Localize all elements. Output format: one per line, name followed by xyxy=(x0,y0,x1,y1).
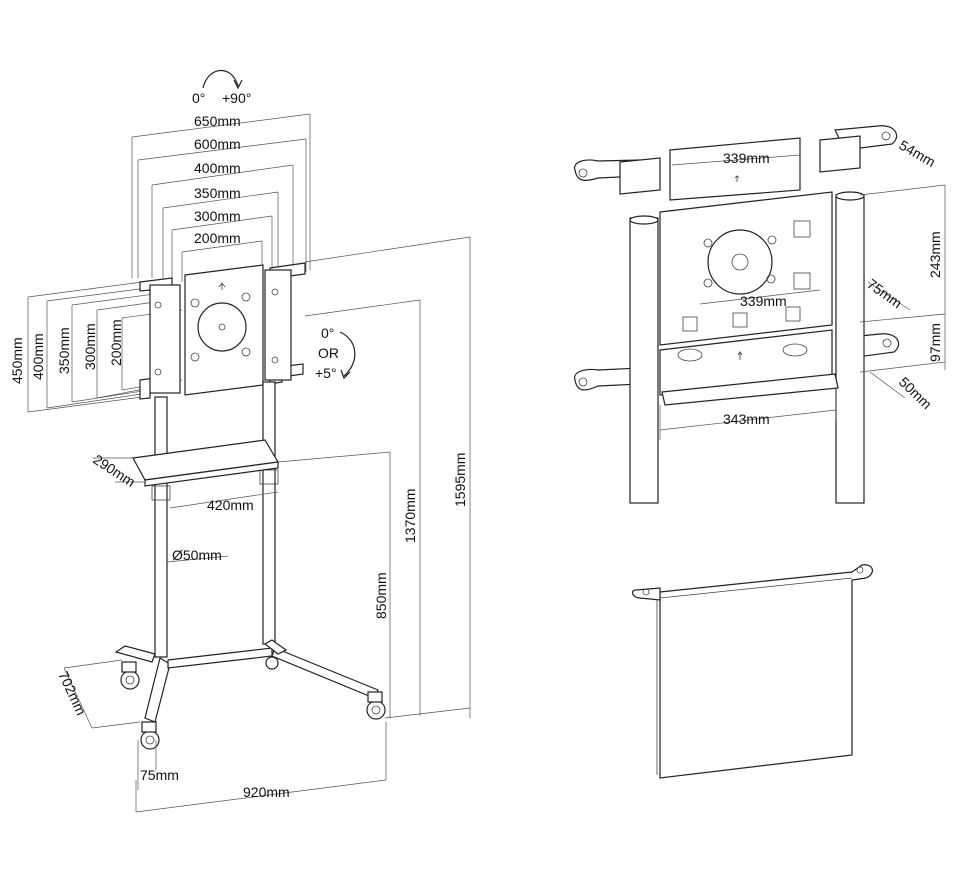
height-400: 400mm xyxy=(30,333,46,380)
height-200: 200mm xyxy=(108,319,124,366)
bottom-width: 343mm xyxy=(723,411,770,427)
stand-base xyxy=(114,639,386,750)
rotation-label-90: +90° xyxy=(222,90,251,106)
height-1595: 1595mm xyxy=(452,453,468,507)
pole-diameter: Ø50mm xyxy=(172,547,222,563)
caster-wheel xyxy=(120,661,140,690)
width-650: 650mm xyxy=(194,113,241,129)
plate-width: 339mm xyxy=(740,293,787,309)
side-97: 97mm xyxy=(927,323,943,362)
shelf-width: 420mm xyxy=(207,497,254,513)
stand-pole xyxy=(151,381,279,658)
shelf-depth: 290mm xyxy=(90,451,138,490)
laptop-shelf: 290mm 420mm xyxy=(90,439,279,513)
base-depth: 702mm xyxy=(55,669,89,718)
tilt-label-5: +5° xyxy=(315,365,337,381)
height-1370: 1370mm xyxy=(402,489,418,543)
caster-wheel xyxy=(140,721,160,750)
height-dimensions: 450mm 400mm 350mm 300mm 200mm xyxy=(9,280,183,413)
width-400: 400mm xyxy=(194,160,241,176)
caster-wheel xyxy=(265,656,279,670)
height-450: 450mm xyxy=(9,337,25,384)
caster-wheel xyxy=(366,691,386,720)
tilt-label-0: 0° xyxy=(321,325,334,341)
side-50: 50mm xyxy=(896,374,935,413)
caster-offset: 75mm xyxy=(140,767,179,783)
width-600: 600mm xyxy=(194,136,241,152)
tilt-arrow-icon xyxy=(339,331,356,377)
width-300: 300mm xyxy=(194,208,241,224)
height-850: 850mm xyxy=(373,572,389,619)
bracket-detail-view: 339mm 339mm xyxy=(573,125,946,504)
base-width: 920mm xyxy=(243,784,290,800)
height-350: 350mm xyxy=(56,327,72,374)
top-width: 339mm xyxy=(723,150,770,166)
rotation-arrow-icon xyxy=(202,69,239,89)
tilt-label-or: OR xyxy=(318,345,339,361)
width-350: 350mm xyxy=(194,185,241,201)
rotation-label-0: 0° xyxy=(192,90,205,106)
side-243: 243mm xyxy=(927,231,943,278)
cover-panel-view xyxy=(631,564,873,779)
side-54: 54mm xyxy=(897,137,939,170)
mounting-head xyxy=(139,262,306,400)
height-300: 300mm xyxy=(82,323,98,370)
side-75: 75mm xyxy=(864,275,905,311)
stand-front-view: 0° +90° 650mm 600mm 400mm 350mm 300mm 20… xyxy=(9,69,471,813)
width-dimensions: 650mm 600mm 400mm 350mm 300mm 200mm xyxy=(131,113,311,282)
width-200: 200mm xyxy=(194,230,241,246)
